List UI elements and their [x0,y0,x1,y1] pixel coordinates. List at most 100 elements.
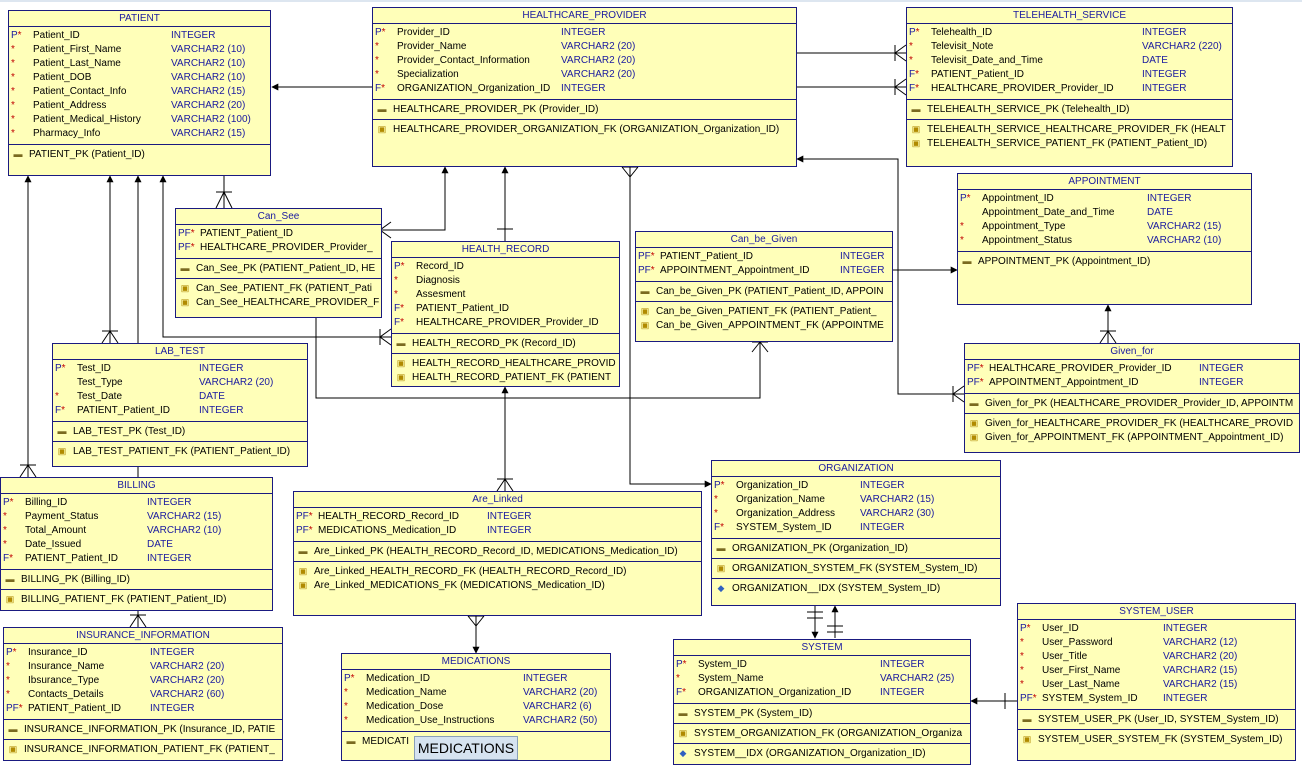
column-row[interactable]: P*Record_ID [392,260,619,274]
fk-row[interactable]: ▣TELEHEALTH_SERVICE_HEALTHCARE_PROVIDER_… [907,122,1232,136]
column-row[interactable]: PF*HEALTHCARE_PROVIDER_Provider_ [176,241,381,255]
column-row[interactable]: F*PATIENT_Patient_ID [392,302,619,316]
pk-row[interactable]: ▬INSURANCE_INFORMATION_PK (Insurance_ID,… [4,722,282,736]
column-row[interactable]: F*HEALTHCARE_PROVIDER_Provider_ID [392,316,619,330]
pk-row[interactable]: ▬APPOINTMENT_PK (Appointment_ID) [958,254,1251,268]
fk-row[interactable]: ▣SYSTEM_ORGANIZATION_FK (ORGANIZATION_Or… [674,726,970,740]
pk-row[interactable]: ▬PATIENT_PK (Patient_ID) [9,147,270,161]
pk-row[interactable]: ▬TELEHEALTH_SERVICE_PK (Telehealth_ID) [907,102,1232,116]
fk-row[interactable]: ▣Are_Linked_HEALTH_RECORD_FK (HEALTH_REC… [294,564,701,578]
pk-row[interactable]: ▬BILLING_PK (Billing_ID) [1,572,272,586]
pk-row[interactable]: ▬SYSTEM_PK (System_ID) [674,706,970,720]
fk-row[interactable]: ▣Given_for_APPOINTMENT_FK (APPOINTMENT_A… [965,430,1299,444]
fk-row[interactable]: ▣Can_See_PATIENT_FK (PATIENT_Pati [176,281,381,295]
fk-row[interactable]: ▣ORGANIZATION_SYSTEM_FK (SYSTEM_System_I… [712,561,1000,575]
pk-row[interactable]: ▬Can_See_PK (PATIENT_Patient_ID, HE [176,261,381,275]
pk-row[interactable]: ▬LAB_TEST_PK (Test_ID) [53,424,307,438]
pk-row[interactable]: ▬Given_for_PK (HEALTHCARE_PROVIDER_Provi… [965,396,1299,410]
fk-row[interactable]: ▣INSURANCE_INFORMATION_PATIENT_FK (PATIE… [4,742,282,756]
fk-row[interactable]: ▣Can_be_Given_APPOINTMENT_FK (APPOINTME [636,318,892,332]
fk-row[interactable]: ▣Can_be_Given_PATIENT_FK (PATIENT_Patien… [636,304,892,318]
fk-row[interactable]: ▣SYSTEM_USER_SYSTEM_FK (SYSTEM_System_ID… [1018,732,1295,746]
fk-row[interactable]: ▣LAB_TEST_PATIENT_FK (PATIENT_Patient_ID… [53,444,307,458]
pk-row[interactable]: ▬HEALTH_RECORD_PK (Record_ID) [392,336,619,350]
fk-row[interactable]: ▣HEALTH_RECORD_HEALTHCARE_PROVID [392,356,619,370]
fk-row[interactable]: ▣Can_See_HEALTHCARE_PROVIDER_F [176,295,381,309]
fk-row[interactable]: ▣BILLING_PATIENT_FK (PATIENT_Patient_ID) [1,592,272,606]
fk-row[interactable]: ▣HEALTHCARE_PROVIDER_ORGANIZATION_FK (OR… [373,122,796,136]
idx-row[interactable]: ◆SYSTEM__IDX (ORGANIZATION_Organization_… [674,746,970,760]
fk-row[interactable]: ▣Given_for_HEALTHCARE_PROVIDER_FK (HEALT… [965,416,1299,430]
pk-row[interactable]: ▬ORGANIZATION_PK (Organization_ID) [712,541,1000,555]
pk-row[interactable]: ▬Are_Linked_PK (HEALTH_RECORD_Record_ID,… [294,544,701,558]
column-row[interactable]: *Diagnosis [392,274,619,288]
column-row[interactable]: *Assesment [392,288,619,302]
pk-row[interactable]: ▬HEALTHCARE_PROVIDER_PK (Provider_ID) [373,102,796,116]
pk-row[interactable]: ▬SYSTEM_USER_PK (User_ID, SYSTEM_System_… [1018,712,1295,726]
column-row[interactable]: PF*PATIENT_Patient_ID [176,227,381,241]
